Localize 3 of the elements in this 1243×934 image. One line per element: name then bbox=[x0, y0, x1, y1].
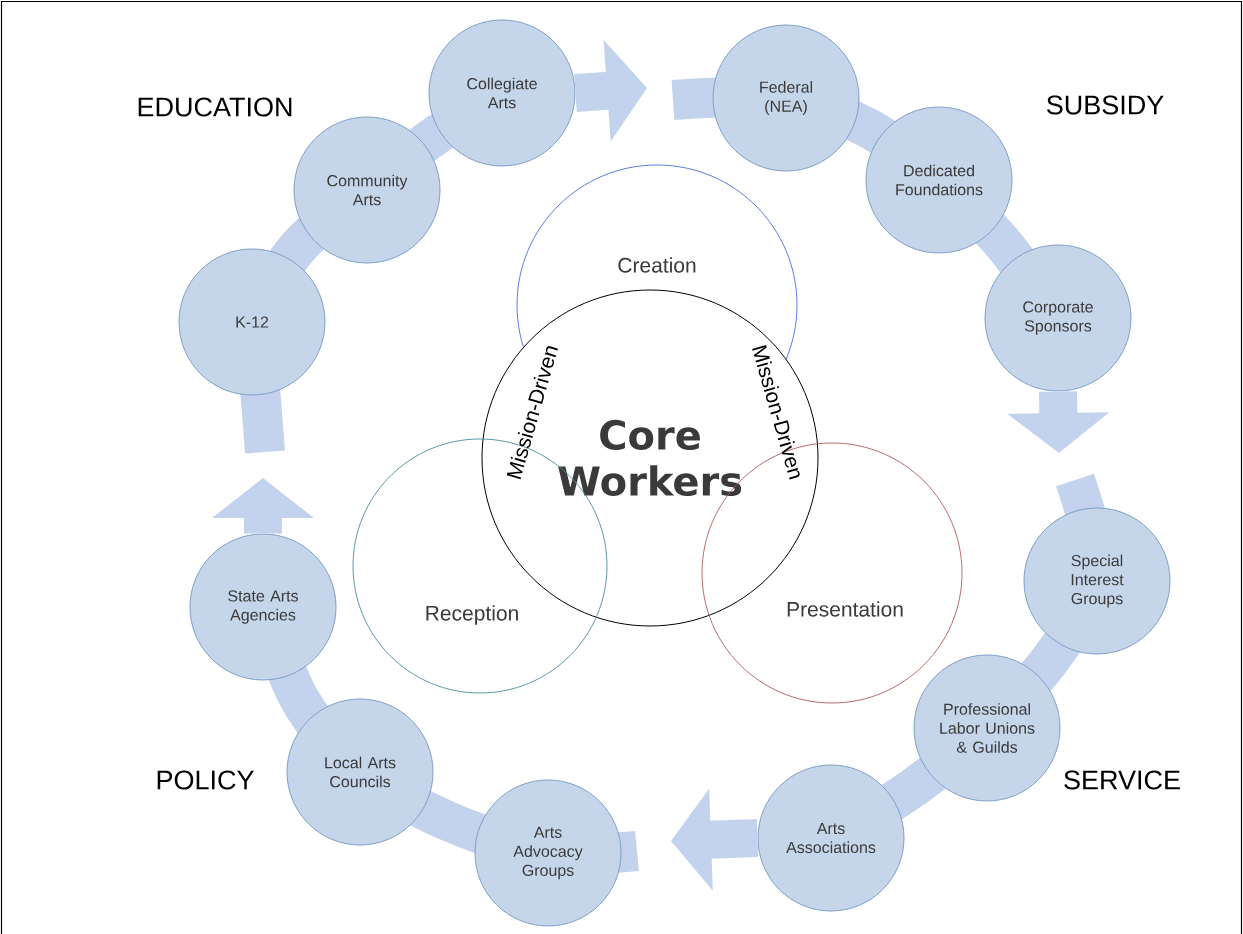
quadrant-label: SUBSIDY bbox=[1046, 95, 1164, 115]
quadrant-label: POLICY bbox=[157, 770, 254, 790]
quadrant-label: EDUCATION bbox=[138, 97, 292, 117]
